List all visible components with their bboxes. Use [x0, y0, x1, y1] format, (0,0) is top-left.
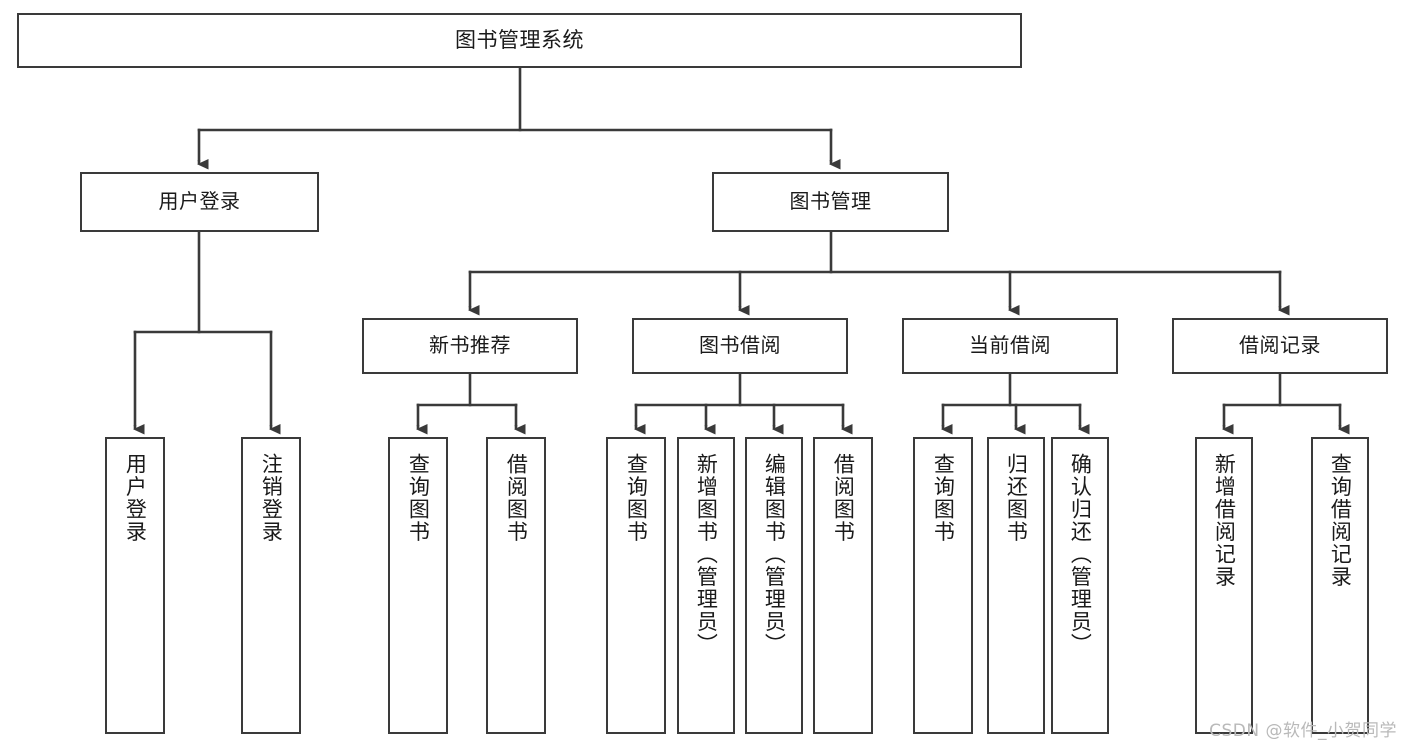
- leaf-borrow-add-book-admin[interactable]: 新增图书（管理员）: [677, 437, 735, 734]
- node-label: 图书管理系统: [455, 28, 584, 53]
- leaf-borrow-borrow-book[interactable]: 借阅图书: [813, 437, 873, 734]
- node-label: 用户登录: [123, 453, 148, 543]
- leaf-current-return-book[interactable]: 归还图书: [987, 437, 1045, 734]
- node-label: 新增借阅记录: [1212, 453, 1237, 588]
- leaf-new-book-query[interactable]: 查询图书: [388, 437, 448, 734]
- node-label: 图书管理: [789, 189, 872, 214]
- node-label: 注销登录: [259, 453, 284, 543]
- node-book-management[interactable]: 图书管理: [712, 172, 949, 232]
- node-label: 图书借阅: [699, 333, 781, 358]
- leaf-borrow-edit-book-admin[interactable]: 编辑图书（管理员）: [745, 437, 803, 734]
- node-label: 查询图书: [931, 453, 956, 543]
- csdn-watermark: CSDN @软件_小贺同学: [1209, 721, 1397, 741]
- node-label: 确认归还（管理员）: [1068, 453, 1093, 656]
- node-label: 用户登录: [158, 189, 241, 214]
- node-borrow-record[interactable]: 借阅记录: [1172, 318, 1388, 374]
- node-label: 编辑图书（管理员）: [762, 453, 787, 656]
- leaf-user-logout[interactable]: 注销登录: [241, 437, 301, 734]
- node-label: 借阅图书: [831, 453, 856, 543]
- node-root-library-system[interactable]: 图书管理系统: [17, 13, 1022, 68]
- node-current-borrow[interactable]: 当前借阅: [902, 318, 1118, 374]
- leaf-record-query[interactable]: 查询借阅记录: [1311, 437, 1369, 734]
- node-label: 借阅记录: [1239, 333, 1321, 358]
- node-label: 借阅图书: [504, 453, 529, 543]
- node-label: 新书推荐: [429, 333, 511, 358]
- leaf-current-query-book[interactable]: 查询图书: [913, 437, 973, 734]
- leaf-borrow-query-book[interactable]: 查询图书: [606, 437, 666, 734]
- leaf-new-book-borrow[interactable]: 借阅图书: [486, 437, 546, 734]
- node-label: 归还图书: [1004, 453, 1029, 543]
- node-label: 当前借阅: [969, 333, 1051, 358]
- leaf-record-add[interactable]: 新增借阅记录: [1195, 437, 1253, 734]
- node-new-book-recommend[interactable]: 新书推荐: [362, 318, 578, 374]
- node-label: 查询图书: [406, 453, 431, 543]
- leaf-current-confirm-return-admin[interactable]: 确认归还（管理员）: [1051, 437, 1109, 734]
- node-label: 查询图书: [624, 453, 649, 543]
- node-book-borrow[interactable]: 图书借阅: [632, 318, 848, 374]
- leaf-user-login[interactable]: 用户登录: [105, 437, 165, 734]
- node-label: 查询借阅记录: [1328, 453, 1353, 588]
- node-user-login[interactable]: 用户登录: [80, 172, 319, 232]
- node-label: 新增图书（管理员）: [694, 453, 719, 656]
